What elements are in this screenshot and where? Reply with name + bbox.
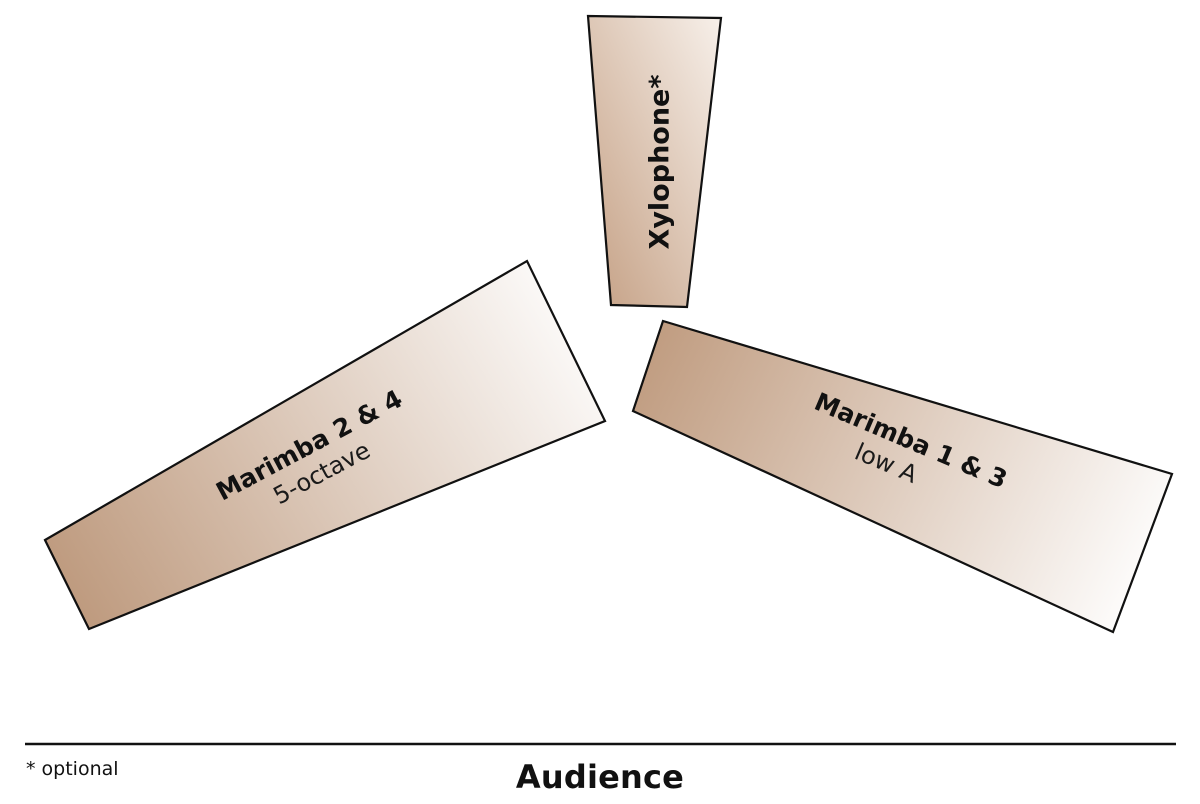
marimba-1-3: Marimba 1 & 3 low A bbox=[631, 319, 1174, 634]
marimba-2-4-shape bbox=[43, 259, 607, 631]
marimba-2-4: Marimba 2 & 4 5-octave bbox=[43, 259, 607, 631]
xylophone-label: Xylophone* bbox=[645, 75, 676, 250]
xylophone: Xylophone* bbox=[586, 14, 723, 309]
optional-footnote: * optional bbox=[26, 758, 119, 780]
xylophone-shape bbox=[586, 14, 723, 309]
audience-label: Audience bbox=[515, 758, 685, 796]
marimba-1-3-shape bbox=[631, 319, 1174, 634]
